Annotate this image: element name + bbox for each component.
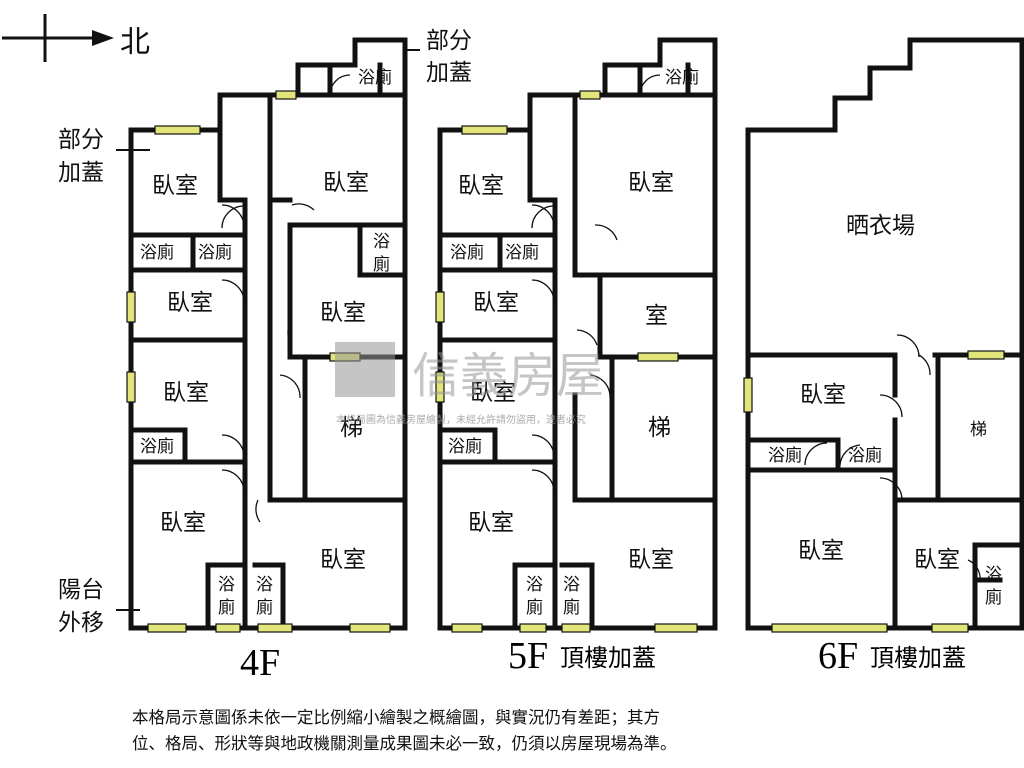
watermark-notice: 本格局圖為信義房屋繪製，未經允許請勿盜用，違者必究 <box>336 413 586 426</box>
room-4f-bath-5b: 廁 <box>218 597 235 618</box>
disclaimer-line-1: 本格局示意圖係未依一定比例縮小繪製之概繪圖，與實況仍有差距；其方 <box>132 708 660 727</box>
room-4f-bedroom-2: 臥室 <box>323 170 369 196</box>
room-4f-bedroom-7: 臥室 <box>320 547 366 573</box>
room-5f-bath-4b: 廁 <box>526 597 543 618</box>
room-5f-bath-5b: 廁 <box>563 597 580 618</box>
floor-5f-suffix: 頂樓加蓋 <box>560 644 656 672</box>
room-4f-bedroom-1: 臥室 <box>152 173 198 199</box>
room-5f-bedroom-5: 臥室 <box>468 510 514 536</box>
room-4f-bath-6b: 廁 <box>256 597 273 618</box>
annotation-balcony-2: 外移 <box>58 610 104 636</box>
room-6f-bedroom-1: 臥室 <box>800 382 846 408</box>
room-6f-bath-3b: 廁 <box>985 587 1002 608</box>
room-5f-bath-2: 浴廁 <box>505 242 539 263</box>
room-4f-bedroom-4: 臥室 <box>320 300 366 326</box>
annotation-partial-add-left-1: 部分 <box>58 127 104 153</box>
floor-5f-label: 5F <box>508 635 548 677</box>
room-4f-bath-6a: 浴 <box>256 575 273 595</box>
room-4f-bath-2: 浴廁 <box>198 242 232 263</box>
room-4f-bath-3a: 浴 <box>373 232 390 252</box>
room-4f-bath-3b: 廁 <box>373 254 390 275</box>
room-6f-stairs: 梯 <box>970 420 987 440</box>
room-4f-bath-1: 浴廁 <box>140 242 174 263</box>
room-5f-bedroom-6: 臥室 <box>628 547 674 573</box>
room-5f-bedroom-4: 臥室 <box>470 380 516 406</box>
north-arrow-icon <box>2 14 114 62</box>
room-4f-bath-top: 浴廁 <box>358 67 392 88</box>
room-5f-room: 室 <box>645 303 668 329</box>
annotation-balcony-1: 陽台 <box>58 577 104 603</box>
watermark-brand: 信義房屋 <box>412 348 604 404</box>
room-5f-bedroom-3: 臥室 <box>473 290 519 316</box>
north-label: 北 <box>120 25 150 60</box>
annotation-partial-add-top-1: 部分 <box>426 28 472 54</box>
watermark-logo-icon <box>335 342 395 397</box>
room-6f-bath-3a: 浴 <box>985 565 1002 585</box>
room-6f-bedroom-3: 臥室 <box>914 547 960 573</box>
room-6f-laundry: 晒衣場 <box>846 213 915 239</box>
room-5f-bath-4a: 浴 <box>526 575 543 595</box>
room-4f-bath-5a: 浴 <box>218 575 235 595</box>
room-4f-bedroom-3: 臥室 <box>167 290 213 316</box>
floor-6f-label: 6F <box>818 635 858 677</box>
room-6f-bath-2: 浴廁 <box>848 445 882 466</box>
room-5f-bath-1: 浴廁 <box>450 242 484 263</box>
room-5f-bath-3: 浴廁 <box>448 436 482 457</box>
room-5f-stairs: 梯 <box>648 415 671 441</box>
annotation-partial-add-left-2: 加蓋 <box>58 160 104 186</box>
room-5f-bedroom-1: 臥室 <box>458 173 504 199</box>
room-4f-bath-4: 浴廁 <box>140 436 174 457</box>
floor-4f-plan <box>126 37 408 633</box>
room-6f-bedroom-2: 臥室 <box>798 538 844 564</box>
annotation-partial-add-top-2: 加蓋 <box>426 60 472 86</box>
room-6f-bath-1: 浴廁 <box>768 445 802 466</box>
room-5f-bedroom-2: 臥室 <box>628 170 674 196</box>
room-4f-bedroom-6: 臥室 <box>160 510 206 536</box>
floor-4f-label: 4F <box>240 642 280 684</box>
floor-6f-suffix: 頂樓加蓋 <box>870 644 966 672</box>
room-4f-stairs: 梯 <box>340 415 363 441</box>
room-5f-bath-top: 浴廁 <box>665 67 699 88</box>
floor-5f-plan <box>435 37 718 633</box>
watermark: 信義房屋 本格局圖為信義房屋繪製，未經允許請勿盜用，違者必究 <box>335 342 604 426</box>
room-4f-bedroom-5: 臥室 <box>163 380 209 406</box>
floor-6f-plan <box>743 37 1024 633</box>
room-5f-bath-5a: 浴 <box>563 575 580 595</box>
disclaimer-line-2: 位、格局、形狀等與地政機關測量成果圖未必一致，仍須以房屋現場為準。 <box>132 734 677 753</box>
